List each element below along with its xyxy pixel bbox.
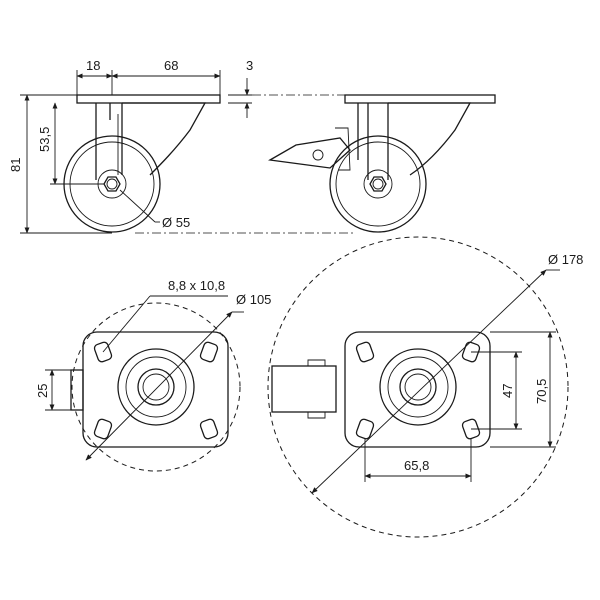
- dim-53-5-label: 53,5: [37, 127, 52, 152]
- dim-81-label: 81: [8, 158, 23, 172]
- dim-bolt-hole: 8,8 x 10,8 Ø 105: [102, 278, 271, 353]
- dim-65-8-label: 65,8: [404, 458, 429, 473]
- dim-68-label: 68: [164, 58, 178, 73]
- dim-d55-label: Ø 55: [162, 215, 190, 230]
- dim-d178-label: Ø 178: [548, 252, 583, 267]
- dim-side-offset: 25: [35, 369, 71, 411]
- dim-47-label: 47: [500, 384, 515, 398]
- dim-d105-label: Ø 105: [236, 292, 271, 307]
- dim-18-label: 18: [86, 58, 100, 73]
- dim-heights: 81 53,5: [8, 94, 112, 234]
- dim-top-plate: 18 68: [76, 58, 221, 95]
- side-view-caster: [63, 94, 221, 233]
- dim-25-label: 25: [35, 384, 50, 398]
- dim-plate-thickness: 3: [228, 58, 253, 118]
- dim-braked-plate: Ø 178 47 70,5 65,8: [364, 252, 583, 482]
- top-view-braked-caster: [267, 236, 569, 538]
- dim-hole-label: 8,8 x 10,8: [168, 278, 225, 293]
- top-view-caster: [70, 302, 244, 472]
- dim-3-label: 3: [246, 58, 253, 73]
- dim-70-5-label: 70,5: [534, 379, 549, 404]
- dim-wheel-diameter: Ø 55: [119, 189, 190, 230]
- side-view-braked-caster: [135, 94, 496, 234]
